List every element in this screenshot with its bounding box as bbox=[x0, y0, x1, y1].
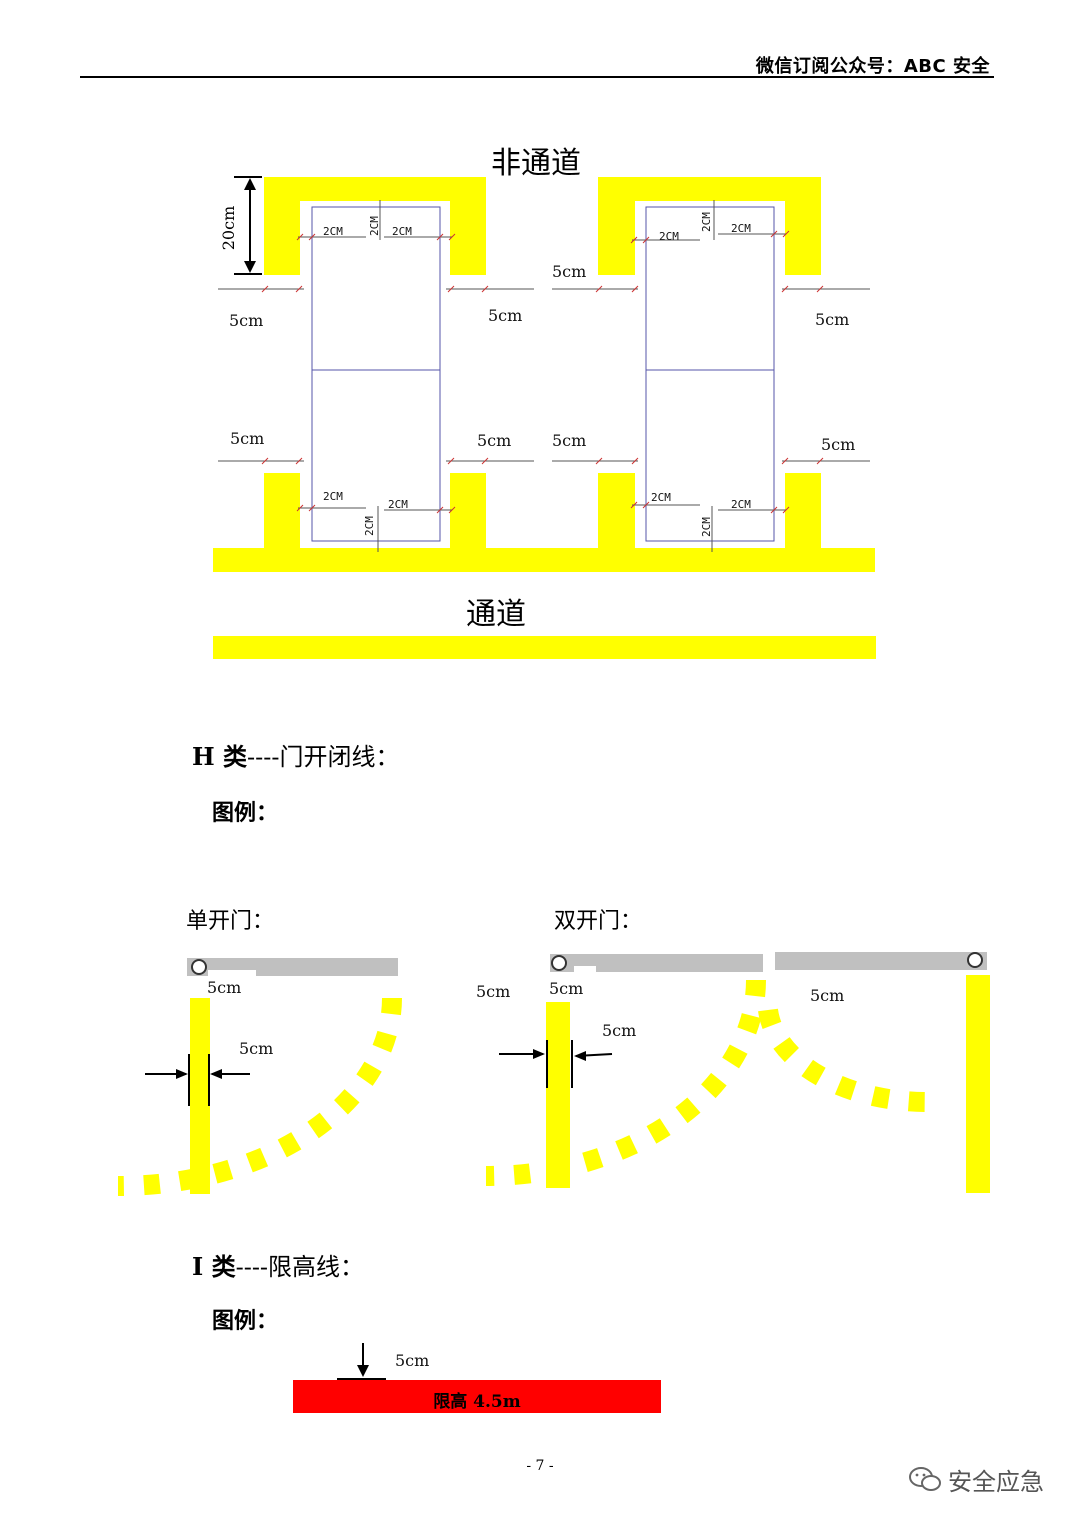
dim-2cm-v2: 2CM bbox=[363, 516, 376, 536]
double-door: 5cm 5cm 5cm 5cm bbox=[476, 952, 990, 1193]
dim-2cm-5: 2CM bbox=[323, 490, 343, 503]
dimension-ticks bbox=[261, 230, 824, 514]
dimension-lines bbox=[218, 200, 870, 552]
zone-line-diagram: 非通道 通道 20cm bbox=[213, 146, 876, 659]
height-limit-diagram: 5cm 限高 4.5m bbox=[293, 1343, 661, 1413]
dim-2cm-7: 2CM bbox=[651, 491, 671, 504]
chat-bubble-icon bbox=[909, 1466, 941, 1491]
height-limit-bar bbox=[293, 1380, 661, 1413]
section-i-prefix: I 类 bbox=[192, 1252, 236, 1281]
top-right-yellow-bracket bbox=[598, 177, 821, 275]
double-door-5cm-d: 5cm bbox=[810, 986, 844, 1005]
section-i-title: I 类----限高线： bbox=[192, 1247, 364, 1282]
section-i-legend: 图例： bbox=[212, 1309, 279, 1334]
label-non-passage: 非通道 bbox=[491, 146, 581, 181]
header-title: 微信订阅公众号：ABC 安全 bbox=[755, 56, 990, 77]
height-limit-text: 限高 4.5m bbox=[433, 1391, 520, 1412]
double-door-5cm-a: 5cm bbox=[476, 982, 510, 1001]
section-h-legend: 图例： bbox=[212, 801, 279, 826]
dim-5cm-4: 5cm bbox=[815, 310, 849, 329]
dim-2cm-6: 2CM bbox=[388, 498, 408, 511]
single-door-title: 单开门： bbox=[186, 909, 274, 934]
label-passage: 通道 bbox=[466, 597, 526, 632]
height-dimension bbox=[234, 176, 262, 275]
watermark: 安全应急 bbox=[908, 1462, 1044, 1497]
dim-2cm-3: 2CM bbox=[659, 230, 679, 243]
bottom-yellow-lines bbox=[213, 473, 876, 659]
dim-5cm-7: 5cm bbox=[552, 431, 586, 450]
double-door-5cm-b: 5cm bbox=[549, 979, 583, 998]
single-door-5cm-a: 5cm bbox=[207, 978, 241, 997]
dim-2cm-v1: 2CM bbox=[368, 216, 381, 236]
watermark-text: 安全应急 bbox=[948, 1468, 1044, 1496]
inner-boxes bbox=[311, 206, 775, 542]
dim-5cm-5: 5cm bbox=[230, 429, 264, 448]
dim-2cm-4: 2CM bbox=[731, 222, 751, 235]
double-door-5cm-c: 5cm bbox=[602, 1021, 636, 1040]
header-rule bbox=[80, 76, 994, 78]
page-number: - 7 - bbox=[526, 1458, 554, 1474]
section-h-title: H 类----门开闭线： bbox=[192, 737, 399, 772]
top-left-yellow-bracket bbox=[264, 177, 486, 275]
dim-2cm-8: 2CM bbox=[731, 498, 751, 511]
height-label: 20cm bbox=[219, 206, 238, 251]
dim-2cm-v4: 2CM bbox=[700, 517, 713, 537]
dim-5cm-6: 5cm bbox=[477, 431, 511, 450]
dim-5cm-2: 5cm bbox=[488, 306, 522, 325]
single-door-5cm-b: 5cm bbox=[239, 1039, 273, 1058]
section-h-suffix: ----门开闭线： bbox=[247, 743, 400, 771]
single-door: 5cm 5cm bbox=[117, 958, 402, 1196]
dim-5cm-8: 5cm bbox=[821, 435, 855, 454]
dim-5cm-1: 5cm bbox=[229, 311, 263, 330]
dim-2cm-1: 2CM bbox=[323, 225, 343, 238]
section-i-suffix: ----限高线： bbox=[235, 1253, 365, 1281]
dim-2cm-v3: 2CM bbox=[700, 212, 713, 232]
section-h-prefix: H 类 bbox=[192, 742, 248, 771]
dim-5cm-3: 5cm bbox=[552, 262, 586, 281]
double-door-title: 双开门： bbox=[554, 909, 642, 934]
height-limit-5cm: 5cm bbox=[395, 1351, 429, 1370]
dim-2cm-2: 2CM bbox=[392, 225, 412, 238]
door-diagram: 单开门： 双开门： 5cm 5cm 5cm 5cm 5cm bbox=[117, 909, 990, 1196]
